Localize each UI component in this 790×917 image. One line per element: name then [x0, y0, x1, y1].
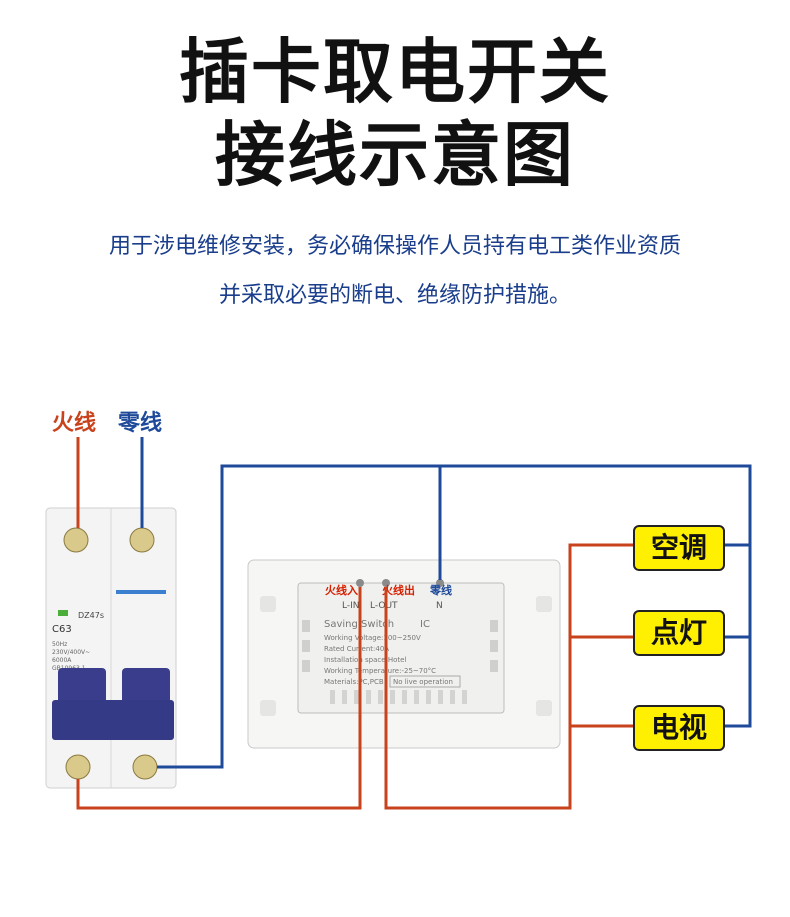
live-wire-switched: [384, 543, 633, 810]
terminal-live-in-label: 火线入: [325, 583, 358, 597]
terminal-live-out-label: 火线出: [382, 583, 415, 597]
switch-temperature: Working Temperature:-25~70°C: [324, 667, 436, 675]
switch-materials: Materials:PC,PCB: [324, 678, 384, 686]
live-wire-label: 火线: [52, 411, 97, 436]
terminal-neutral-label: 零线: [429, 583, 452, 597]
circuit-breaker: DZ47s C63 50Hz 230V/400V~ 6000A GB10963.…: [45, 507, 177, 789]
saving-switch: 火线入 火线出 零线 L-IN L-OUT N Saving Switch IC…: [247, 559, 561, 749]
live-wire-to-switch: [76, 587, 362, 810]
neutral-wire-label: 零线: [118, 411, 163, 436]
notice-line-2: 并采取必要的断电、绝缘防护措施。: [218, 283, 571, 308]
terminal-code-live-out: L-OUT: [370, 601, 398, 611]
neutral-wires: [140, 437, 752, 769]
live-wires: [76, 437, 633, 810]
switch-voltage: Working Voltage:100~250V: [324, 634, 421, 642]
breaker-terminal-top-right: [129, 527, 155, 553]
title-line-2: 接线示意图: [215, 114, 575, 196]
breaker-handle[interactable]: [52, 700, 174, 740]
switch-current: Rated Current:40A: [324, 645, 389, 653]
load-air-conditioner: 空调: [633, 525, 725, 571]
switch-type: IC: [420, 619, 430, 630]
terminal-code-live-in: L-IN: [342, 601, 360, 611]
breaker-terminal-top-left: [63, 527, 89, 553]
title-line-1: 插卡取电开关: [179, 31, 611, 113]
notice-line-1: 用于涉电维修安装，务必确保操作人员持有电工类作业资质: [108, 234, 681, 259]
terminal-code-neutral: N: [436, 601, 443, 611]
breaker-terminal-bottom-left: [65, 754, 91, 780]
load-tv: 电视: [633, 705, 725, 751]
load-lamp: 点灯: [633, 610, 725, 656]
breaker-terminal-bottom-right: [132, 754, 158, 780]
switch-warning: No live operation: [393, 678, 453, 686]
breaker-spec-2: 230V/400V~: [52, 649, 90, 656]
breaker-rating: C63: [52, 624, 72, 635]
breaker-spec-1: 50Hz: [52, 641, 67, 648]
switch-space: Installation space:Hotel: [324, 656, 406, 664]
neutral-wire-main: [157, 464, 752, 769]
breaker-spec-3: 6000A: [52, 657, 72, 664]
breaker-brand: DZ47s: [78, 611, 104, 620]
